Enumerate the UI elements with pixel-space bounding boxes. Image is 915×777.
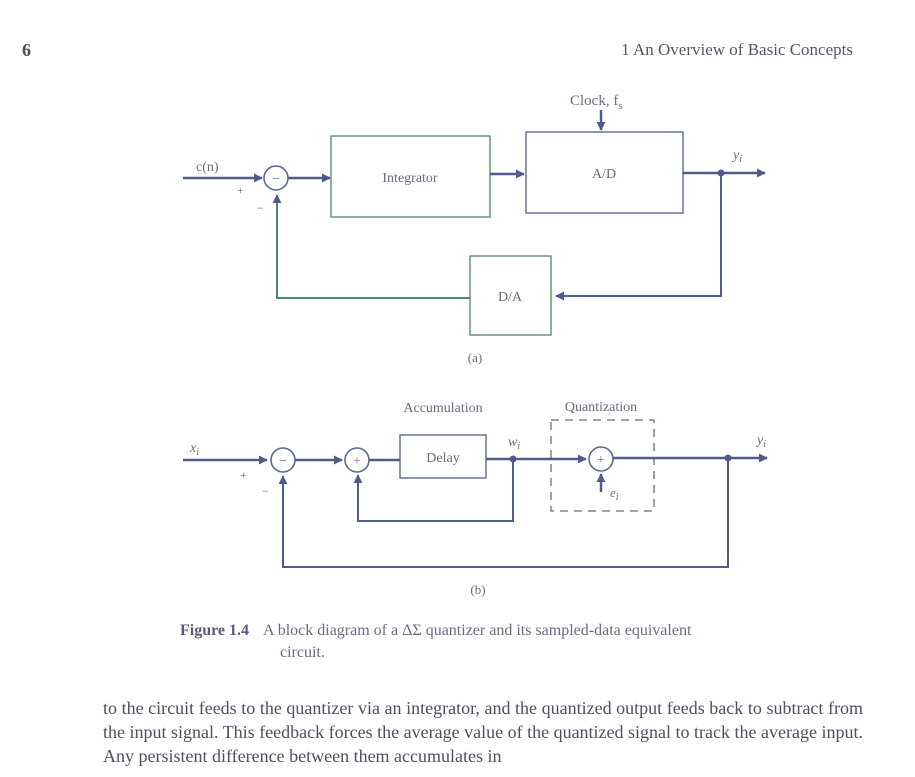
summing-junction-b3-symbol: + <box>597 453 605 468</box>
plus-sign-b: + <box>240 468 247 482</box>
minus-sign-a: − <box>257 201 264 215</box>
integrator-label: Integrator <box>382 171 438 186</box>
da-converter-block <box>469 255 552 336</box>
sublabel-b: (b) <box>470 582 485 597</box>
figure-caption: Figure 1.4 A block diagram of a ΔΣ quanti… <box>180 620 820 664</box>
input-label-b: xi <box>189 441 199 458</box>
feedback-path-b <box>278 458 729 568</box>
accumulation-label: Accumulation <box>403 401 482 416</box>
w-label: wi <box>508 435 520 452</box>
plus-sign-a: + <box>237 183 244 197</box>
figure-label: Figure 1.4 <box>180 622 250 639</box>
accumulator-feedback-path <box>353 459 514 522</box>
input-label-a: c(n) <box>196 160 219 175</box>
clock-label: Clock, fs <box>570 93 623 112</box>
output-label-a: yi <box>731 148 742 165</box>
ad-converter-block <box>525 131 684 214</box>
running-head: 1 An Overview of Basic Concepts <box>621 40 853 59</box>
quantization-box <box>550 419 655 512</box>
figure-caption-line1: A block diagram of a ΔΣ quantizer and it… <box>263 622 692 639</box>
summing-junction-a-symbol: − <box>272 172 280 187</box>
minus-sign-b: − <box>262 484 269 498</box>
integrator-block <box>330 135 491 218</box>
delay-block <box>399 434 487 479</box>
diagram-a: c(n) + − − Integrator A/D Clock, fs yi D… <box>183 93 766 365</box>
feedback-path-a-left <box>272 194 470 299</box>
delay-label: Delay <box>426 451 459 466</box>
diagram-b: xi + − − + Accumulation Delay wi Quantiz… <box>183 400 768 597</box>
summing-junction-b1-symbol: − <box>279 454 287 469</box>
sublabel-a: (a) <box>468 350 482 365</box>
summing-junction-b2-symbol: + <box>353 454 361 469</box>
body-paragraph: to the circuit feeds to the quantizer vi… <box>103 698 863 766</box>
feedback-path-a-right <box>555 173 722 301</box>
figure-caption-line2: circuit. <box>280 644 325 661</box>
ad-converter-label: A/D <box>592 167 616 182</box>
error-label: ei <box>610 485 619 503</box>
block-diagram: c(n) + − − Integrator A/D Clock, fs yi D… <box>183 93 768 597</box>
da-converter-label: D/A <box>498 290 523 305</box>
output-label-b: yi <box>755 433 766 450</box>
quantization-label: Quantization <box>565 400 637 415</box>
page-number: 6 <box>22 40 31 60</box>
